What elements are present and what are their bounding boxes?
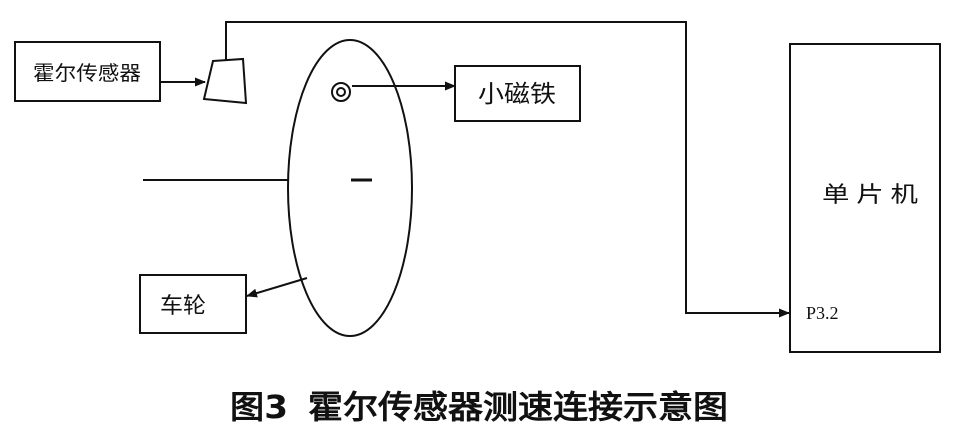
wheel-box-frame	[139, 274, 247, 334]
signal-wire-to-mcu	[225, 21, 790, 318]
magnet-inner-ring	[336, 87, 346, 97]
mcu-box: 单 片 机 P3.2	[789, 43, 941, 353]
mcu-box-frame	[789, 43, 941, 353]
figure-number: 图3	[230, 388, 288, 426]
hall-sensor-probe	[202, 57, 248, 105]
figure-caption: 图3 霍尔传感器测速连接示意图	[230, 388, 728, 426]
wheel-pointer-arrow	[246, 277, 308, 298]
magnet-box: 小磁铁	[454, 65, 581, 122]
mcu-pin-label: P3.2	[806, 303, 839, 323]
magnet-label: 小磁铁	[478, 81, 556, 108]
hall-sensor-label: 霍尔传感器	[33, 62, 141, 85]
hall-sensor-box-frame	[14, 41, 161, 102]
wheel-ellipse	[287, 39, 413, 337]
hall-sensor-box: 霍尔传感器	[14, 41, 161, 102]
wheel-label: 车轮	[160, 293, 206, 318]
small-magnet-mark	[331, 82, 351, 102]
magnet-box-frame	[454, 65, 581, 122]
wheel-box: 车轮	[139, 274, 247, 334]
mcu-label: 单 片 机	[822, 182, 918, 207]
magnet-outer-ring	[331, 82, 351, 102]
figure-title: 霍尔传感器测速连接示意图	[308, 388, 728, 426]
